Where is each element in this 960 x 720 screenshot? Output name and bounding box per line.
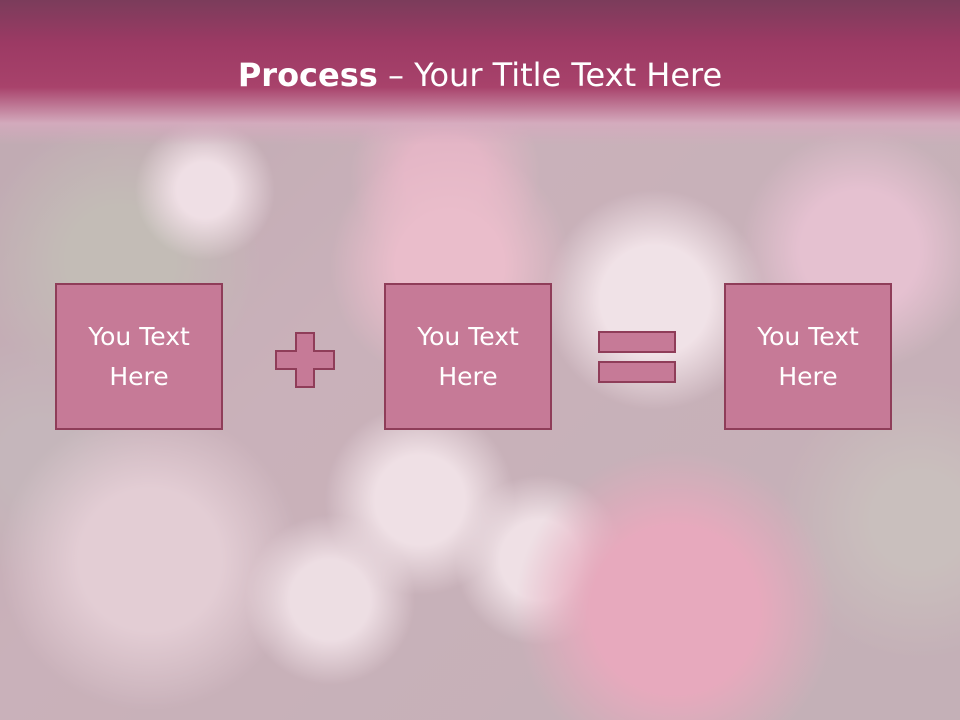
title-bar xyxy=(0,0,960,145)
process-box-1[interactable]: You Text Here xyxy=(55,283,223,430)
equals-icon xyxy=(598,331,678,385)
title-rest: Your Title Text Here xyxy=(414,56,723,94)
process-box-2[interactable]: You Text Here xyxy=(384,283,552,430)
title-bold: Process xyxy=(237,56,378,94)
plus-icon xyxy=(275,332,335,388)
title-separator: – xyxy=(377,56,415,94)
process-box-3[interactable]: You Text Here xyxy=(724,283,892,430)
slide-title: Process – Your Title Text Here xyxy=(0,52,960,98)
